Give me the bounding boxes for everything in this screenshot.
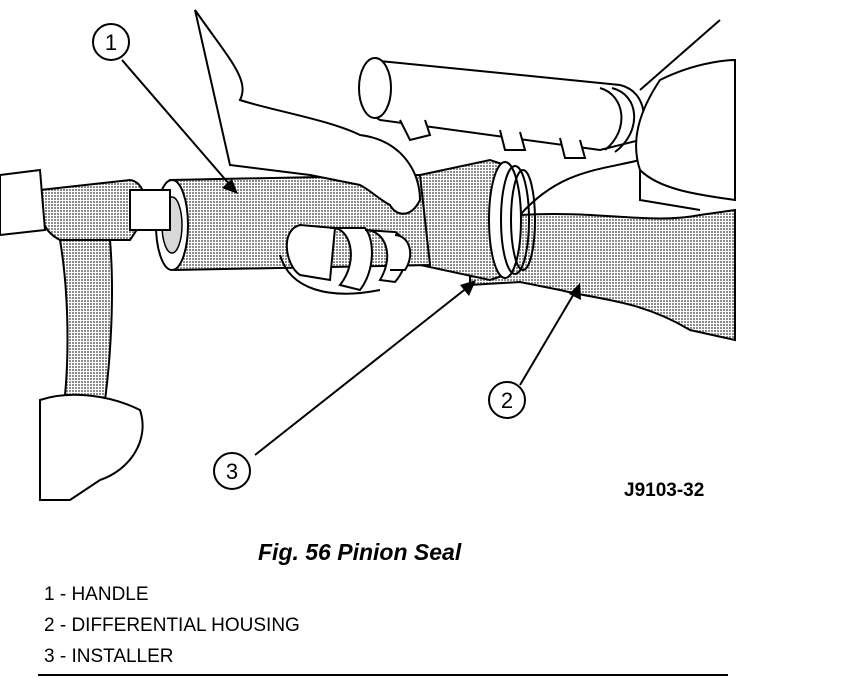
hand-drawing xyxy=(635,58,736,202)
callout-1-leader xyxy=(121,59,231,186)
callout-2-number: 2 xyxy=(501,388,513,413)
figure-code: J9103-32 xyxy=(624,480,705,501)
sleeve-drawing xyxy=(0,168,47,237)
upper-hand-drawing xyxy=(194,9,422,215)
legend-item-installer: 3 - INSTALLER xyxy=(44,646,174,667)
axle-tube-drawing xyxy=(358,57,645,159)
callout-3: 3 xyxy=(213,452,251,490)
callout-3-arrowhead xyxy=(460,280,476,296)
callout-3-number: 3 xyxy=(226,459,238,484)
pinion-seal-illustration: 1 2 3 xyxy=(0,9,736,501)
legend-list: 1 - HANDLE 2 - DIFFERENTIAL HOUSING 3 - … xyxy=(44,583,300,676)
hammer-hand-drawing xyxy=(39,393,144,501)
installer-drawing xyxy=(419,158,536,282)
callout-2: 2 xyxy=(488,381,526,419)
hammer-drawing xyxy=(37,178,171,431)
fingers-drawing xyxy=(279,223,412,295)
callout-1: 1 xyxy=(92,23,130,61)
callout-2-leader xyxy=(519,291,576,386)
legend-item-handle: 1 - HANDLE xyxy=(44,584,149,605)
legend-item-differential-housing: 2 - DIFFERENTIAL HOUSING xyxy=(44,615,300,636)
callout-1-number: 1 xyxy=(105,30,117,55)
callout-1-arrowhead xyxy=(222,179,238,194)
figure-caption: Fig. 56 Pinion Seal xyxy=(258,539,462,565)
bottom-divider xyxy=(38,674,728,676)
callout-3-leader xyxy=(254,286,469,456)
callout-2-arrowhead xyxy=(569,283,581,300)
